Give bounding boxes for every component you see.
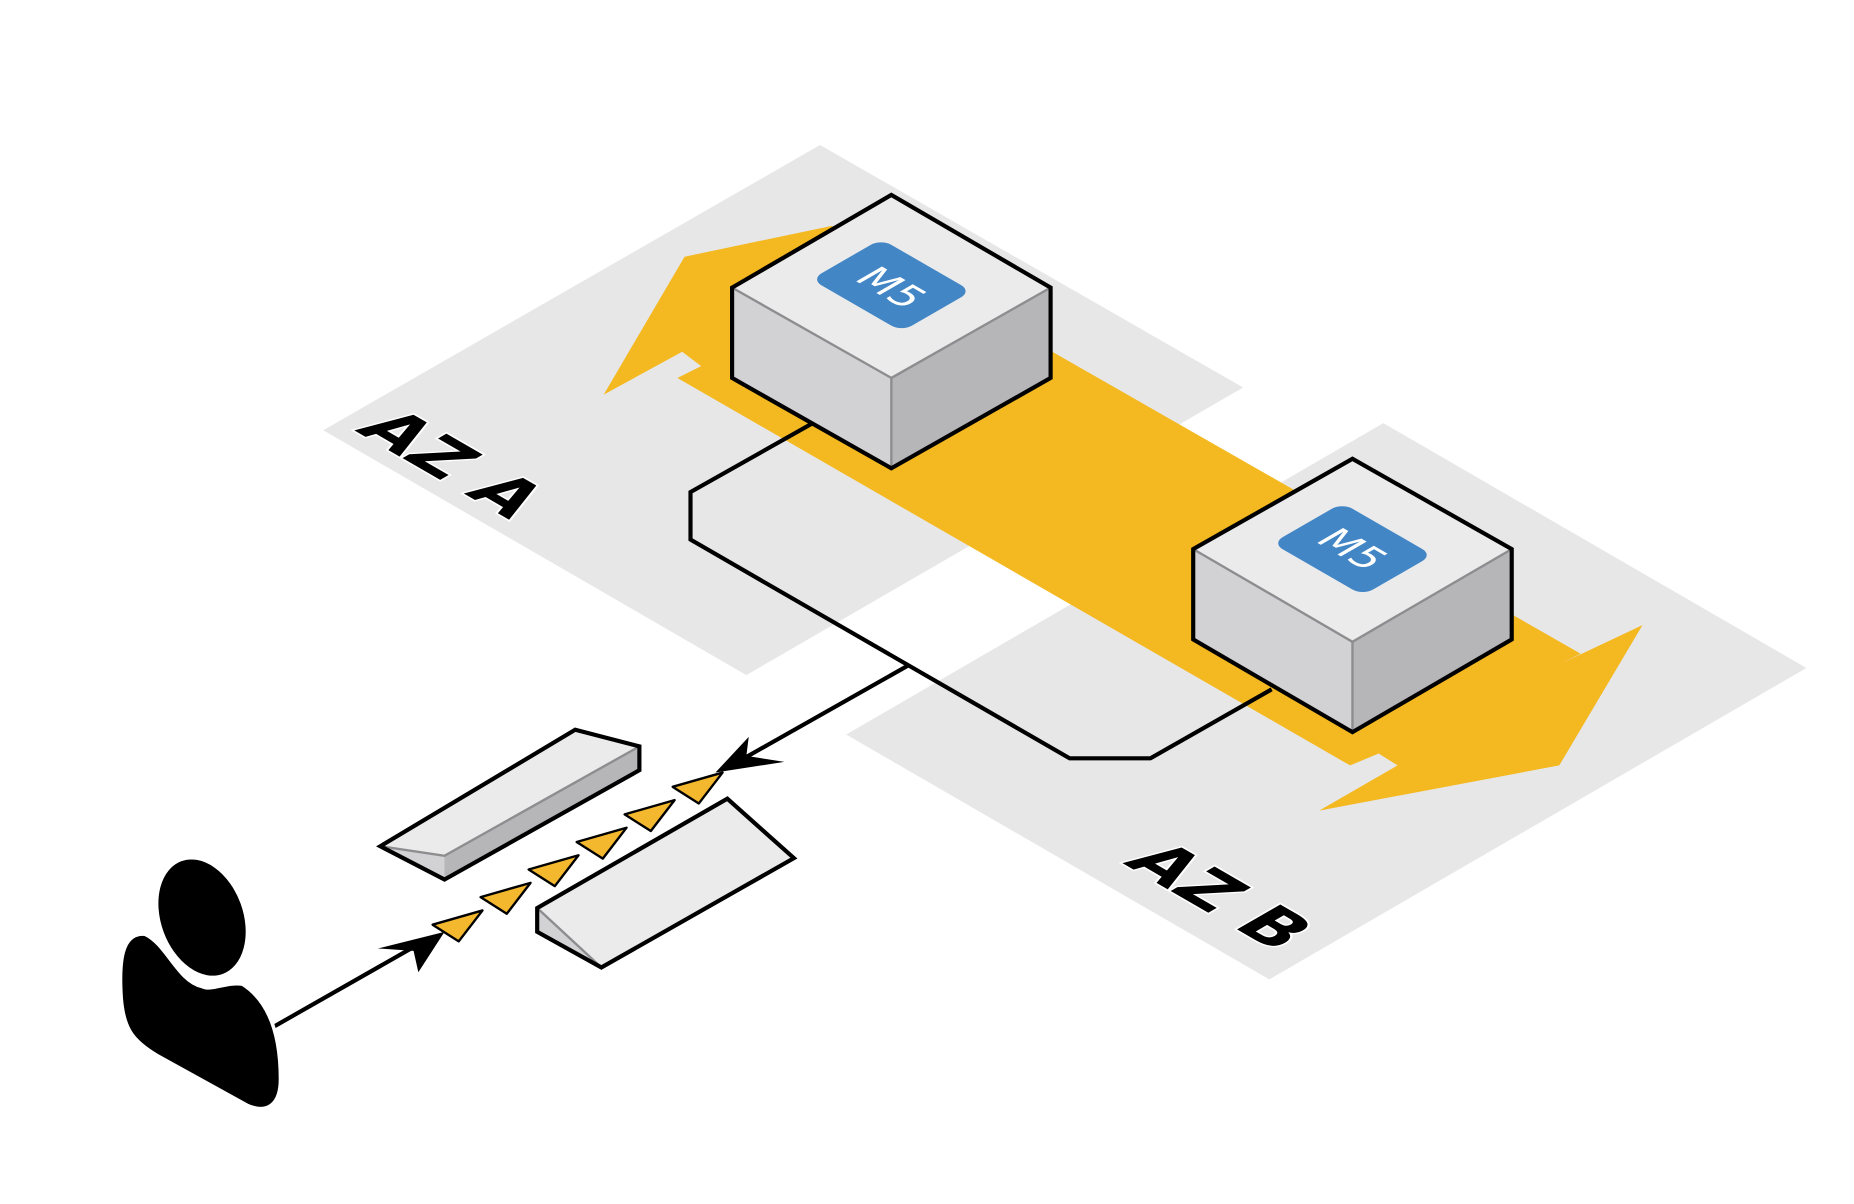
connection-line-az-a-to-az-b	[688, 421, 1273, 761]
lb-upper-right	[444, 746, 640, 880]
cube-right-face	[1352, 549, 1512, 733]
packet-marker	[623, 798, 676, 833]
arrowhead-to-load-balancer	[715, 736, 785, 773]
instance-cube-az-a[interactable]: M5	[730, 192, 1053, 471]
cube-right-face	[891, 287, 1051, 469]
packet-marker	[479, 881, 532, 915]
cube-outline	[730, 192, 1053, 471]
connection-line-user-to-load-balancer	[272, 937, 429, 1029]
packet-marker	[671, 771, 724, 805]
lb-upper-top	[380, 729, 640, 856]
connection-line-to-load-balancer	[742, 663, 910, 761]
packet-marker	[527, 854, 580, 888]
user-body	[118, 932, 283, 1111]
arrowhead-user-to-load-balancer	[377, 931, 445, 973]
load-balancer-lower[interactable]	[535, 796, 798, 970]
instance-badge	[1278, 506, 1427, 592]
lb-lower-top	[537, 798, 794, 968]
packet-stream	[431, 771, 724, 943]
load-balancer-upper[interactable]	[376, 727, 642, 882]
user-icon[interactable]	[118, 845, 283, 1111]
packet-marker	[431, 909, 484, 943]
packet-marker	[575, 826, 628, 860]
cube-left-face	[732, 287, 892, 469]
instance-cube-az-b[interactable]: M5	[1191, 456, 1514, 735]
cube-outline	[1191, 456, 1514, 735]
user-head	[154, 855, 250, 980]
instance-badge	[817, 242, 966, 329]
cube-left-face	[1193, 549, 1353, 733]
